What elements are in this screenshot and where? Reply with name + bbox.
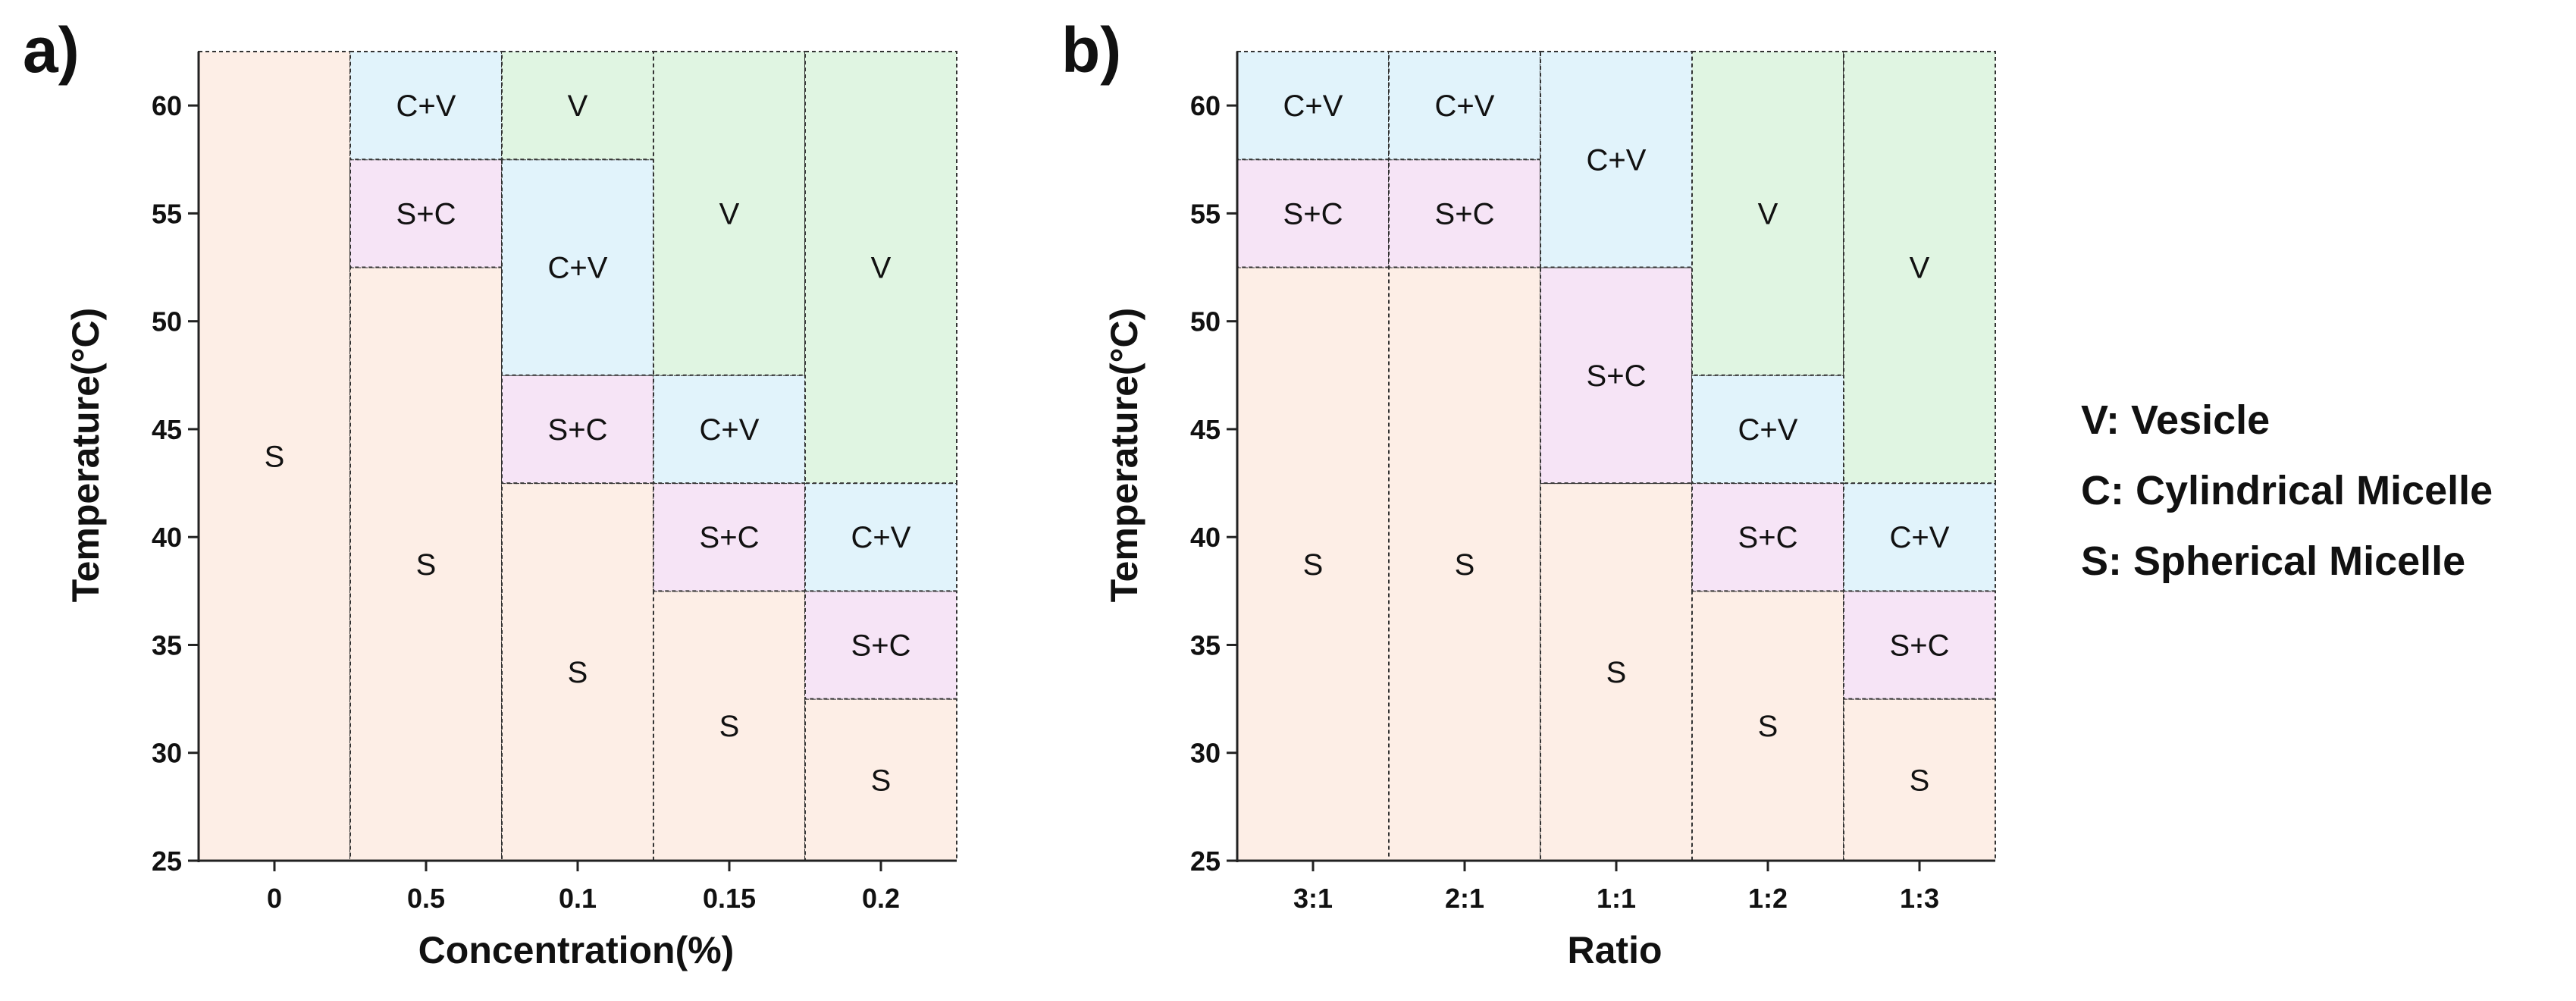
panel-a-region-label: V	[719, 197, 740, 231]
panel-b-region-label: S+C	[1587, 359, 1647, 393]
panel-a-y-tick-label: 60	[152, 90, 182, 121]
panel-b-region-label: S	[1455, 548, 1475, 582]
panel-b-region-label: S	[1303, 548, 1324, 582]
panel-a-x-tick-label: 0.5	[407, 883, 445, 914]
panel-a-region-label: S+C	[548, 413, 608, 447]
panel-b-x-tick-label: 1:3	[1900, 883, 1939, 914]
panel-b-region-label: S	[1606, 656, 1627, 689]
panel-b-x-tick-label: 1:1	[1597, 883, 1636, 914]
panel-b-region-label: S	[1910, 764, 1930, 797]
legend-vesicle: V: Vesicle	[2081, 397, 2270, 443]
panel-b-x-tick-label: 2:1	[1445, 883, 1484, 914]
panel-a-x-tick-label: 0.2	[862, 883, 900, 914]
panel-a-region-label: S	[871, 764, 892, 797]
panel-a-region-0.2-V	[804, 51, 957, 485]
panel-b-region-label: S+C	[1435, 197, 1495, 231]
panel-b-region-label: S+C	[1890, 629, 1950, 662]
panel-b-region-1:2-V	[1691, 51, 1844, 376]
panel-a-y-axis-title: Temperature(°C)	[64, 308, 107, 603]
panel-b-region-label: V	[1910, 252, 1930, 285]
panel-b-region-label: C+V	[1738, 413, 1798, 447]
panel-b-label: b)	[1061, 14, 1121, 86]
panel-a-y-tick-label: 35	[152, 629, 182, 661]
panel-a-label: a)	[23, 14, 80, 86]
panel-b-region-2:1-S+C	[1388, 158, 1541, 268]
panel-a-region-0.15-S+C	[653, 482, 806, 592]
panel-b-region-3:1-S	[1236, 266, 1390, 861]
panel-a-region-0.15-S	[653, 590, 806, 861]
panel-a-x-tick-label: 0	[267, 883, 282, 914]
panel-a-region-label: C+V	[700, 413, 760, 447]
panel-a-region-0.15-C+V	[653, 374, 806, 485]
panel-a-region-label: C+V	[548, 252, 608, 285]
panel-b-x-tick-label: 3:1	[1293, 883, 1333, 914]
panel-a-region-0.1-S+C	[501, 374, 654, 485]
panel-b-x-tick-label: 1:2	[1748, 883, 1788, 914]
panel-a-x-tick-label: 0.1	[559, 883, 597, 914]
panel-b-y-tick-label: 35	[1190, 629, 1221, 661]
panel-b-region-label: C+V	[1283, 89, 1343, 123]
panel-a-y-tick-label: 55	[152, 198, 182, 229]
panel-a-x-axis-title: Concentration(%)	[418, 929, 735, 971]
panel-a-region-label: V	[568, 89, 588, 123]
panel-b-region-label: S+C	[1283, 197, 1343, 231]
panel-b-region-1:3-V	[1843, 51, 1996, 485]
panel-a-region-label: S+C	[396, 197, 456, 231]
panel-b-region-label: V	[1758, 197, 1778, 231]
panel-b-region-1:3-C+V	[1843, 482, 1996, 592]
panel-b-y-tick-label: 50	[1190, 306, 1221, 337]
legend-spherical-micelle: S: Spherical Micelle	[2081, 538, 2465, 584]
panel-b-region-label: S	[1758, 710, 1778, 743]
panel-a-region-0.15-V	[653, 51, 806, 376]
panel-a-region-label: S+C	[851, 629, 911, 662]
panel-a-region-0-S	[198, 51, 351, 861]
panel-a-y-tick-label: 30	[152, 738, 182, 769]
panel-b-region-1:2-C+V	[1691, 374, 1844, 485]
panel-a-region-label: C+V	[396, 89, 456, 123]
panel-a-y-tick-label: 50	[152, 306, 182, 337]
panel-b-region-1:1-C+V	[1540, 51, 1693, 268]
panel-b-y-tick-label: 40	[1190, 522, 1221, 553]
panel-b-region-3:1-S+C	[1236, 158, 1390, 268]
panel-b-region-1:2-S	[1691, 590, 1844, 861]
panel-a-plot: S S S+C C+V S S+C C+V V S S+C C+V V S S+C C+V V 25 30 35 40…	[152, 51, 957, 914]
panel-a-region-0.5-S	[349, 266, 503, 861]
panel-b-region-label: S+C	[1738, 521, 1798, 554]
panel-a-region-label: S	[568, 656, 588, 689]
panel-a-region-label: S+C	[700, 521, 760, 554]
panel-a-region-label: C+V	[851, 521, 911, 554]
panel-b-x-axis-title: Ratio	[1568, 929, 1662, 971]
panel-a-region-0.1-C+V	[501, 158, 654, 376]
panel-b-plot: S S+C C+V S S+C C+V S S+C C+V S S+C C+V V S S+C C+V V 25 3…	[1190, 51, 1996, 914]
panel-a-y-tick-label: 45	[152, 414, 182, 445]
panel-b-region-1:3-S	[1843, 698, 1996, 861]
panel-b-region-label: C+V	[1587, 143, 1647, 177]
panel-a-x-tick-label: 0.15	[703, 883, 756, 914]
panel-b-region-label: C+V	[1435, 89, 1495, 123]
panel-b-y-tick-label: 60	[1190, 90, 1221, 121]
panel-b-y-tick-label: 55	[1190, 198, 1221, 229]
panel-b-y-axis-title: Temperature(°C)	[1103, 308, 1145, 603]
panel-a-region-label: S	[265, 441, 285, 474]
panel-b-region-1:2-S+C	[1691, 482, 1844, 592]
panel-b-region-1:1-S	[1540, 482, 1693, 861]
panel-a-region-0.2-S+C	[804, 590, 957, 700]
panel-b-region-3:1-C+V	[1236, 51, 1390, 161]
panel-a-region-0.1-S	[501, 482, 654, 861]
panel-a-y-tick-label: 40	[152, 522, 182, 553]
panel-a-region-label: V	[871, 252, 892, 285]
panel-a-y-tick-label: 25	[152, 846, 182, 877]
panel-a-region-0.1-V	[501, 51, 654, 161]
panel-a-region-label: S	[719, 710, 740, 743]
panel-b-region-label: C+V	[1890, 521, 1950, 554]
panel-b-y-tick-label: 25	[1190, 846, 1221, 877]
panel-b-y-tick-label: 30	[1190, 738, 1221, 769]
panel-a-region-0.2-S	[804, 698, 957, 861]
panel-b-y-tick-label: 45	[1190, 414, 1221, 445]
panel-a-region-0.5-C+V	[349, 51, 503, 161]
panel-a-region-label: S	[416, 548, 437, 582]
legend-cylindrical-micelle: C: Cylindrical Micelle	[2081, 468, 2493, 513]
